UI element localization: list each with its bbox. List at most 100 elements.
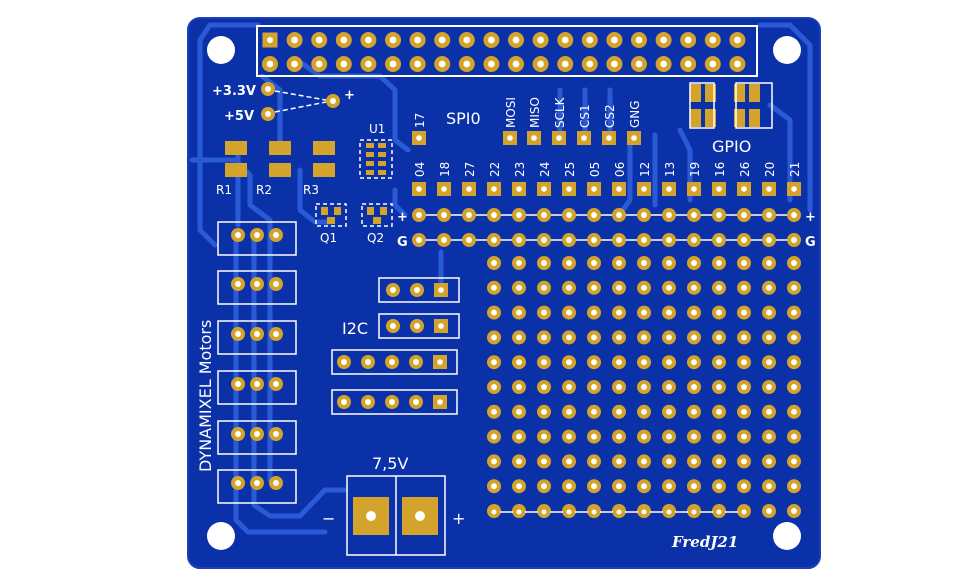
jumper-pad — [690, 109, 701, 127]
drill-hole — [516, 458, 522, 465]
gpio-pin-label: 19 — [688, 162, 702, 177]
drill-hole — [267, 37, 273, 43]
power-terminal-block — [346, 475, 446, 556]
drill-hole — [641, 384, 647, 390]
drill-hole — [716, 186, 722, 192]
drill-hole — [254, 381, 260, 387]
drill-hole — [541, 212, 547, 218]
drill-hole — [273, 381, 279, 387]
drill-hole — [741, 408, 747, 415]
drill-hole — [631, 135, 637, 141]
drill-hole — [641, 309, 647, 316]
drill-hole — [766, 359, 772, 366]
drill-hole — [741, 458, 747, 465]
drill-hole — [611, 60, 618, 68]
drill-hole — [591, 458, 597, 465]
drill-hole — [365, 60, 372, 68]
jumper-pad — [749, 109, 760, 127]
motor-header-outline — [217, 420, 297, 455]
jumper-pad — [734, 84, 745, 102]
jumper-pad — [705, 109, 716, 127]
mounting-holes — [207, 36, 801, 550]
drill-hole — [616, 334, 622, 341]
drill-hole — [791, 260, 797, 266]
drill-hole — [438, 287, 444, 293]
drill-hole — [315, 60, 323, 68]
drill-hole — [437, 359, 443, 365]
drill-hole — [666, 359, 672, 366]
drill-hole — [766, 458, 772, 465]
gpio-title: GPIO — [712, 137, 751, 156]
jumper-pad — [749, 84, 760, 102]
resistor-pad — [269, 163, 291, 177]
drill-hole — [340, 60, 348, 68]
drill-hole — [691, 483, 697, 490]
drill-hole — [491, 237, 497, 243]
i2c-header-outline — [378, 277, 460, 303]
motor-headers — [217, 221, 297, 504]
drill-hole — [416, 237, 422, 243]
drill-hole — [716, 458, 722, 465]
drill-hole — [254, 480, 260, 486]
drill-hole — [616, 260, 622, 266]
drill-hole — [741, 260, 747, 266]
drill-hole — [709, 36, 717, 44]
transistor-pad — [327, 217, 335, 224]
drill-hole — [254, 232, 260, 238]
drill-hole — [616, 408, 622, 415]
drill-hole — [591, 186, 597, 192]
resistor-pad — [313, 163, 335, 177]
chip-outline — [359, 139, 393, 179]
drill-hole — [516, 212, 522, 218]
author-signature: FredJ21 — [671, 533, 738, 551]
drill-hole — [438, 323, 444, 329]
label-r2: R2 — [256, 183, 272, 197]
drill-hole — [516, 237, 522, 243]
label-5v: +5V — [224, 109, 254, 124]
drill-hole — [491, 186, 497, 192]
drill-hole — [438, 36, 446, 44]
transistor-pad — [334, 207, 341, 215]
drill-hole — [791, 334, 797, 341]
drill-hole — [416, 135, 422, 141]
drill-hole — [716, 433, 722, 440]
drill-hole — [414, 287, 420, 293]
drill-hole — [641, 260, 647, 266]
drill-hole — [766, 186, 772, 192]
jumper-pad — [690, 84, 701, 102]
drill-hole — [437, 399, 443, 405]
drill-hole — [641, 433, 647, 440]
drill-hole — [566, 186, 572, 192]
rail-plus-left: + — [397, 210, 408, 225]
spi-signal-label: SCLK — [553, 96, 567, 128]
drill-hole — [691, 186, 697, 192]
drill-hole — [766, 334, 772, 341]
spi-signal-label: CS2 — [603, 104, 617, 128]
gpio-pin-label: 16 — [713, 162, 727, 177]
gpio-header-outline — [256, 25, 758, 77]
power-select-jumper — [261, 82, 340, 121]
drill-hole — [389, 60, 397, 68]
trace — [767, 102, 793, 203]
motors-title: DYNAMIXEL Motors — [196, 320, 215, 472]
transistor-pad — [373, 217, 381, 224]
drill-hole — [591, 237, 597, 243]
drill-hole — [641, 408, 647, 415]
chip-pin — [366, 170, 374, 175]
drill-hole — [591, 334, 597, 341]
drill-hole — [611, 36, 618, 44]
drill-hole — [254, 331, 260, 337]
gpio-pin-label: 25 — [563, 162, 577, 177]
drill-hole — [666, 408, 672, 415]
drill-hole — [512, 36, 520, 44]
transistor-outline — [361, 203, 393, 227]
drill-hole — [616, 237, 622, 243]
jumper-pad — [705, 84, 716, 102]
spi-signal-label: MOSI — [504, 97, 518, 128]
drill-hole — [666, 212, 672, 218]
drill-hole — [254, 431, 260, 437]
drill-hole — [365, 36, 372, 44]
drill-hole — [741, 284, 747, 291]
gpio-pin-label: 24 — [538, 162, 552, 177]
